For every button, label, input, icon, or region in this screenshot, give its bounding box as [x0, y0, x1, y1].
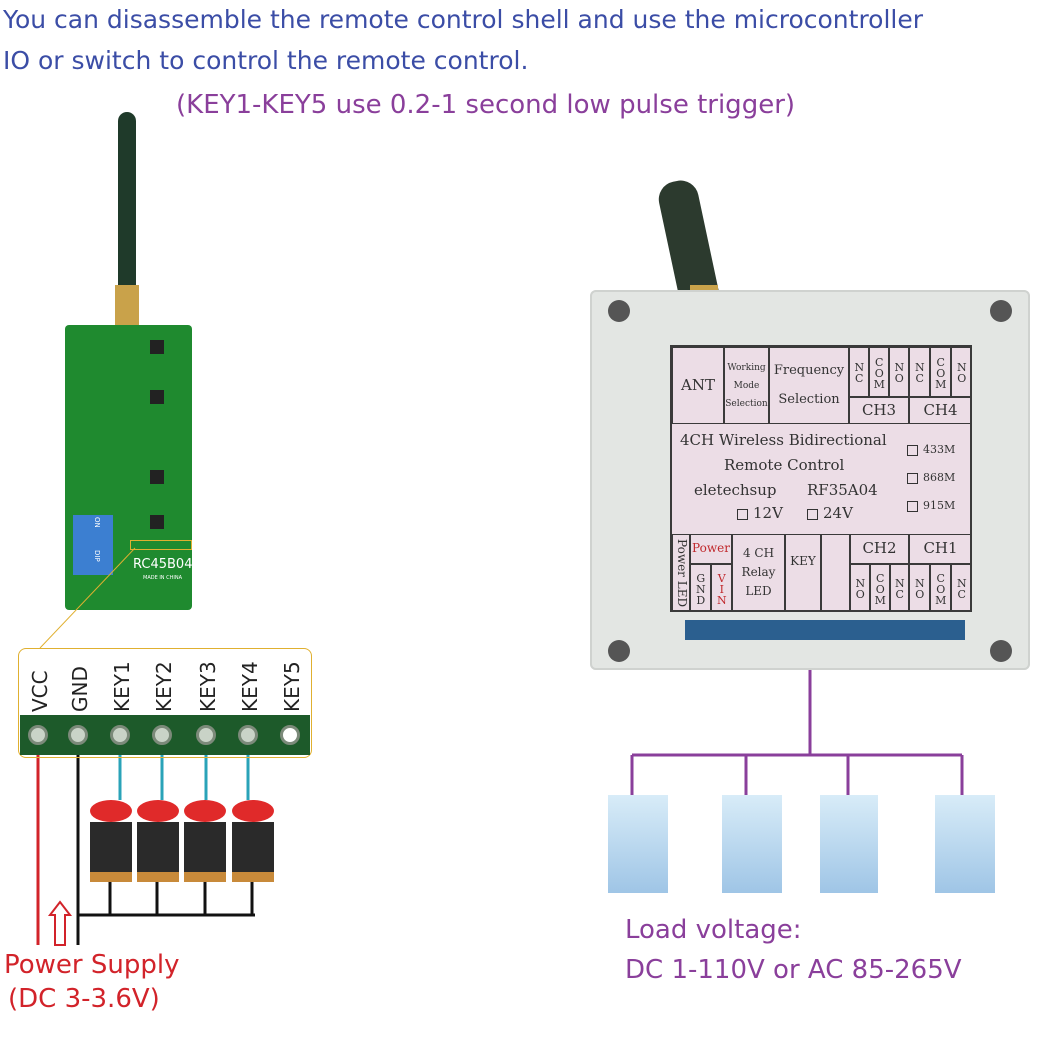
pin-key1 [110, 725, 130, 745]
push-button-key4[interactable] [232, 800, 274, 882]
pin-key2 [152, 725, 172, 745]
pin-vcc [28, 725, 48, 745]
vin-terminal-label: VIN [711, 564, 732, 612]
power-supply-range: (DC 3-3.6V) [8, 984, 160, 1014]
push-button-key2[interactable] [137, 800, 179, 882]
pin-label-vcc: VCC [28, 670, 52, 712]
light-bulb-3 [820, 795, 878, 893]
ch4-label: CH4 [909, 397, 972, 424]
board-model: RC45B04 [133, 557, 193, 572]
ant-label: ANT [672, 347, 724, 424]
terminal-label-nc: NC [909, 347, 930, 397]
load-voltage-label: Load voltage: [625, 915, 802, 945]
ch1-label: CH1 [909, 534, 972, 564]
power-supply-label: Power Supply [4, 950, 180, 980]
push-button-key1[interactable] [90, 800, 132, 882]
terminal-label-com: COM [869, 347, 889, 397]
connector-callout [18, 648, 312, 758]
light-bulb-4 [935, 795, 995, 893]
remote-antenna [118, 112, 136, 292]
pin-label-key2: KEY2 [152, 661, 176, 712]
blank-cell [821, 534, 850, 612]
remote-pcb: ON DIP RC45B04 MADE IN CHINA [65, 325, 192, 610]
terminal-label-com: COM [870, 564, 890, 612]
tact-button[interactable] [150, 340, 164, 354]
power-label: Power [690, 534, 732, 564]
tact-button[interactable] [150, 470, 164, 484]
pin-gnd [68, 725, 88, 745]
key-label: KEY [785, 534, 821, 612]
ch2-label: CH2 [850, 534, 909, 564]
voltage-24v-option[interactable]: 24V [807, 504, 853, 522]
power-led-label: Power LED [672, 534, 690, 612]
header-line-1: You can disassemble the remote control s… [3, 5, 924, 34]
freq-433m-option[interactable]: 433M [907, 443, 955, 456]
push-button-key3[interactable] [184, 800, 226, 882]
gnd-terminal-label: GND [690, 564, 711, 612]
header-line-2: IO or switch to control the remote contr… [3, 46, 529, 75]
light-bulb-1 [608, 795, 668, 893]
freq-868m-option[interactable]: 868M [907, 471, 955, 484]
load-voltage-range: DC 1-110V or AC 85-265V [625, 955, 962, 985]
pin-label-gnd: GND [68, 666, 92, 712]
trigger-note: (KEY1-KEY5 use 0.2-1 second low pulse tr… [176, 90, 796, 120]
terminal-label-com: COM [930, 347, 951, 397]
terminal-label-com: COM [930, 564, 951, 612]
model-label: RF35A04 [807, 481, 878, 499]
brand-label: eletechsup [694, 481, 777, 499]
freq-915m-option[interactable]: 915M [907, 499, 955, 512]
ch3-label: CH3 [849, 397, 909, 424]
pin-label-key4: KEY4 [238, 661, 262, 712]
pin-key4 [238, 725, 258, 745]
tact-button[interactable] [150, 515, 164, 529]
pin-key3 [196, 725, 216, 745]
pin-label-key5: KEY5 [280, 661, 304, 712]
terminal-label-nc: NC [951, 564, 972, 612]
light-bulb-2 [722, 795, 782, 893]
pin-label-key1: KEY1 [110, 661, 134, 712]
product-title-2: Remote Control [724, 456, 845, 474]
pin-key5 [280, 725, 300, 745]
voltage-12v-option[interactable]: 12V [737, 504, 783, 522]
terminal-label-no: NO [951, 347, 972, 397]
terminal-label-no: NO [909, 564, 930, 612]
made-in: MADE IN CHINA [143, 575, 183, 581]
tact-button[interactable] [150, 390, 164, 404]
terminal-label-no: NO [850, 564, 870, 612]
terminal-label-no: NO [889, 347, 909, 397]
pin-header [130, 540, 192, 550]
product-title-1: 4CH Wireless Bidirectional [680, 431, 887, 449]
terminal-label-nc: NC [890, 564, 909, 612]
pin-label-key3: KEY3 [196, 661, 220, 712]
terminal-label-nc: NC [849, 347, 869, 397]
dip-switch[interactable] [73, 515, 113, 575]
antenna-connector [115, 285, 139, 325]
